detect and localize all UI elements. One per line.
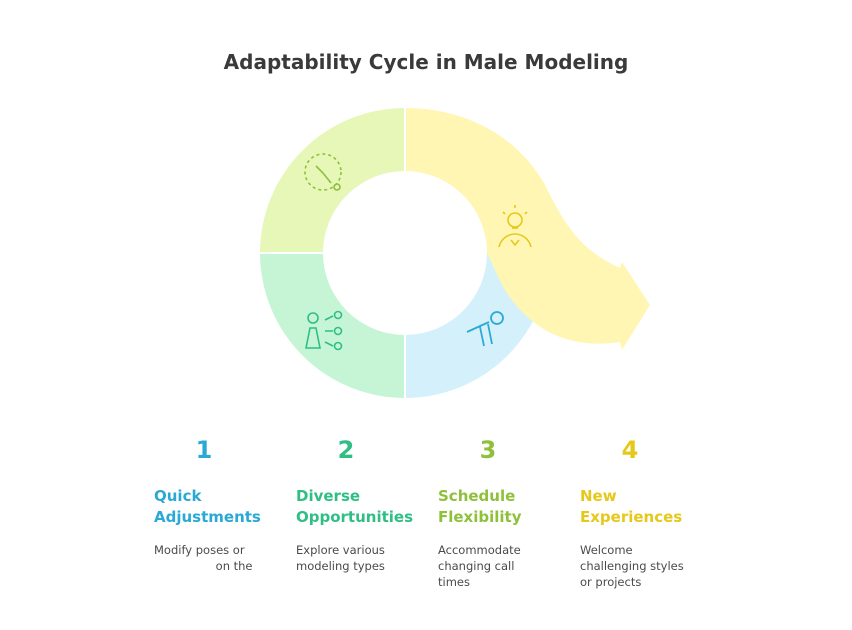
step-4: 4 New Experiences Welcome challenging st…	[580, 436, 720, 590]
step-heading: Schedule Flexibility	[438, 487, 522, 526]
step-description: Welcome challenging styles or projects	[580, 543, 684, 589]
step-number: 4	[621, 436, 639, 464]
step-description: Explore various modeling types	[296, 543, 385, 573]
step-number: 1	[195, 436, 213, 464]
step-heading: Quick Adjustments	[154, 487, 261, 526]
step-2: 2 Diverse Opportunities Explore various …	[296, 436, 436, 574]
step-number: 2	[337, 436, 355, 464]
segment-bottom-left	[260, 253, 405, 398]
step-3: 3 Schedule Flexibility Accommodate chang…	[438, 436, 578, 590]
person-options-icon	[305, 310, 343, 351]
step-heading: Diverse Opportunities	[296, 487, 414, 526]
page-title: Adaptability Cycle in Male Modeling	[223, 50, 629, 74]
step-description: Accommodate changing call times	[438, 543, 521, 589]
step-heading: New Experiences	[580, 487, 683, 526]
step-description: Modify poses or on the	[154, 543, 253, 573]
idea-person-icon	[498, 205, 532, 248]
segment-arrow	[405, 108, 650, 350]
step-1: 1 Quick Adjustments Modify poses or on t…	[154, 436, 294, 574]
step-number: 3	[479, 436, 497, 464]
segment-top-left	[260, 108, 405, 253]
stopwatch-icon	[304, 153, 342, 191]
flexible-person-icon	[466, 311, 504, 347]
